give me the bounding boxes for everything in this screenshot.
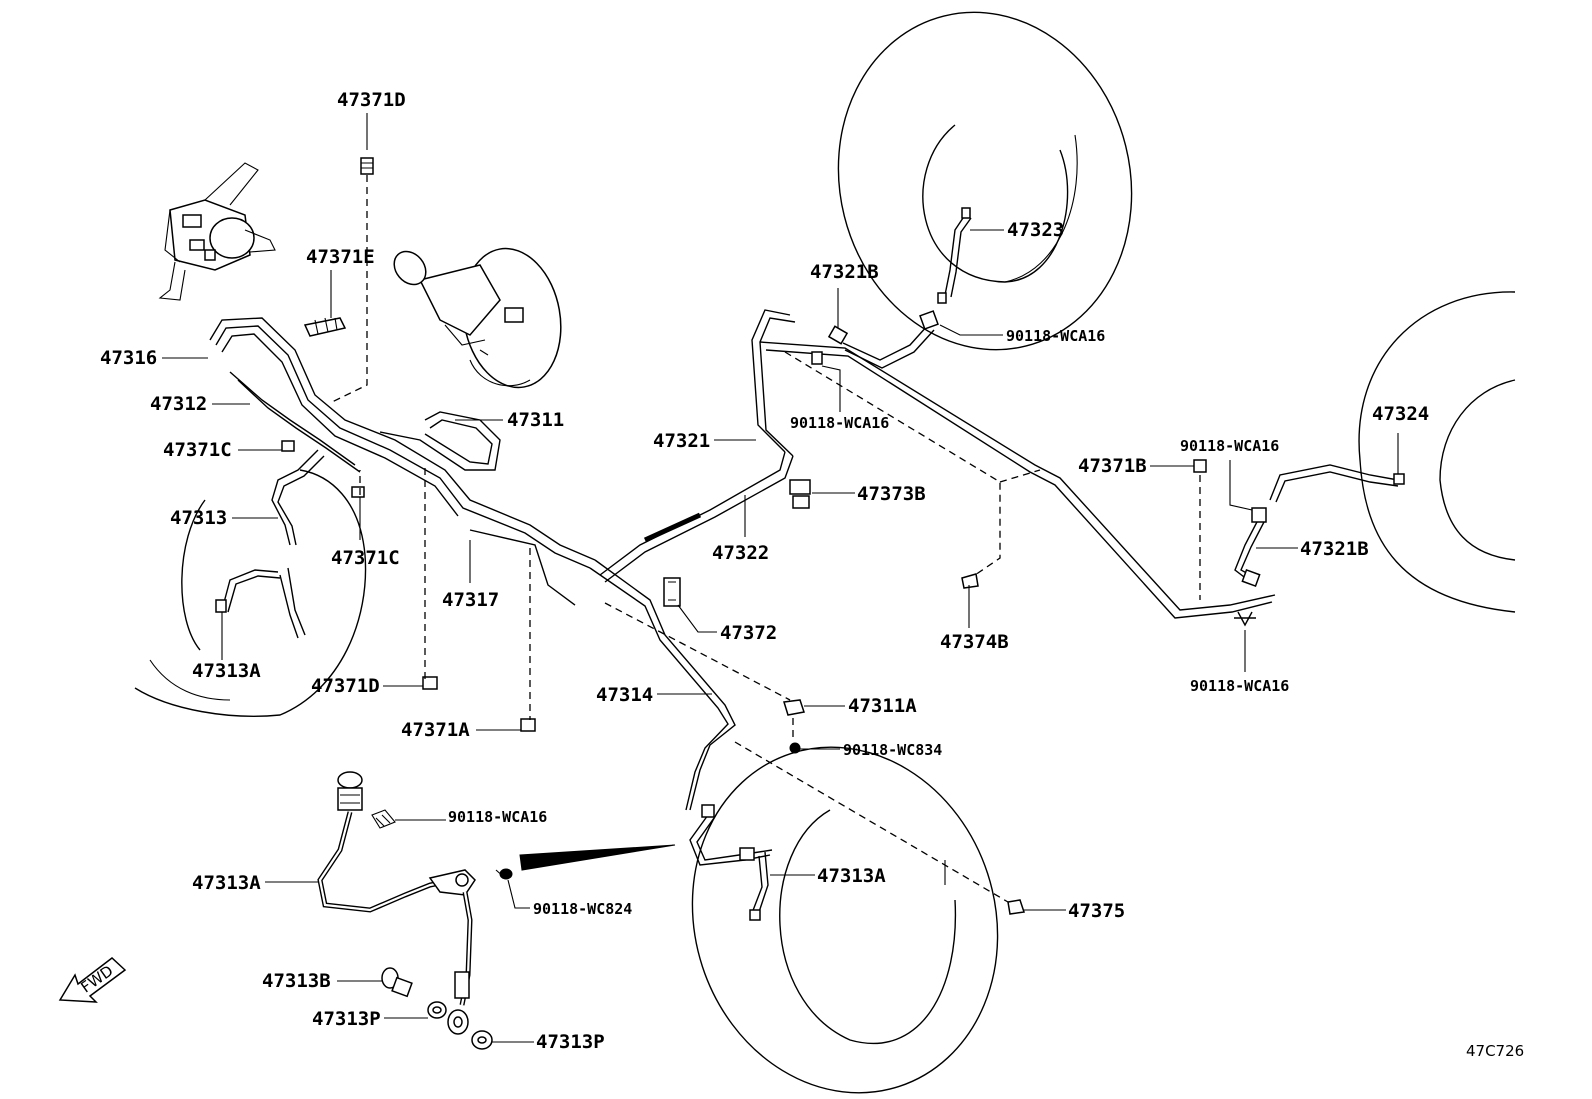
brake-line-bundle-front [209, 317, 596, 606]
label-47313A-left: 47313A [192, 660, 261, 682]
front-right-tire [691, 746, 999, 1094]
brake-booster [393, 247, 562, 389]
label-47371E: 47371E [306, 246, 375, 268]
clip-47371A [520, 718, 536, 732]
bolt-90118-WC834 [789, 742, 801, 754]
rear-right-tire [837, 11, 1133, 351]
label-47323: 47323 [1007, 219, 1064, 241]
label-47324: 47324 [1372, 403, 1429, 425]
part-labels: 47371D 47371E 47316 47312 47371C 47313 4… [100, 89, 1429, 1053]
label-47317: 47317 [442, 589, 499, 611]
front-left-tire [134, 469, 367, 717]
label-90118-WCA16-a: 90118-WCA16 [1006, 327, 1105, 345]
gasket-47313P-left [427, 1001, 447, 1019]
label-47313B: 47313B [262, 970, 331, 992]
brake-hose-47313A-front-right [689, 804, 773, 921]
label-47311: 47311 [507, 409, 564, 431]
label-90118-WCA16-b: 90118-WCA16 [790, 414, 889, 432]
label-47321: 47321 [653, 430, 710, 452]
label-47374B: 47374B [940, 631, 1009, 653]
brake-line-47313 [271, 449, 325, 546]
rear-far-tire [1358, 291, 1516, 613]
brake-line-47321 [751, 309, 1276, 619]
clip-47371E [303, 317, 347, 337]
bolt-90118-WC824 [495, 868, 513, 880]
clip-90118-WCA16-rear-lower [1234, 611, 1256, 627]
clip-47373B [789, 479, 811, 509]
brake-hose-47321B-rear-right [1234, 507, 1267, 587]
clip-47371C-mid [351, 486, 365, 498]
clip-47371B [1193, 459, 1207, 473]
clip-47371C-left [281, 440, 295, 452]
label-47314: 47314 [596, 684, 653, 706]
leader-lines [162, 113, 1399, 1043]
gasket-47313P-right [471, 1030, 493, 1050]
label-47371D-low: 47371D [311, 675, 380, 697]
bracket-47372 [663, 577, 681, 607]
label-47375: 47375 [1068, 900, 1125, 922]
label-47312: 47312 [150, 393, 207, 415]
brake-line-47311 [379, 411, 501, 471]
clip-47375 [1007, 899, 1025, 915]
label-90118-WC824: 90118-WC824 [533, 900, 632, 918]
label-47321B-top: 47321B [810, 261, 879, 283]
clip-47311A [783, 699, 805, 716]
label-47371B: 47371B [1078, 455, 1147, 477]
clip-47374B [961, 573, 979, 589]
label-47316: 47316 [100, 347, 157, 369]
brake-line-47314-47322 [589, 451, 794, 811]
label-47373B: 47373B [857, 483, 926, 505]
brake-hose-47321B-rear-left [827, 310, 939, 369]
brake-line-47323 [937, 207, 972, 304]
label-47313P-right: 47313P [536, 1031, 605, 1053]
detail-view-47313A [317, 771, 476, 1035]
detail-pointer-wedge [519, 844, 676, 871]
label-90118-WC834: 90118-WC834 [843, 741, 942, 759]
label-47313A-detail: 47313A [192, 872, 261, 894]
label-47372: 47372 [720, 622, 777, 644]
label-47321B-right: 47321B [1300, 538, 1369, 560]
label-47322: 47322 [712, 542, 769, 564]
label-47313P-left: 47313P [312, 1008, 381, 1030]
union-bolt-47313B [381, 967, 413, 998]
abs-actuator [158, 162, 276, 301]
label-47371D-top: 47371D [337, 89, 406, 111]
label-47371A: 47371A [401, 719, 470, 741]
label-90118-WCA16-d: 90118-WCA16 [1190, 677, 1289, 695]
fwd-arrow-icon: FWD [58, 957, 127, 1003]
brake-line-47324 [1269, 464, 1405, 503]
clip-47371D-top [360, 157, 374, 175]
label-47313: 47313 [170, 507, 227, 529]
dashed-reference-lines [329, 175, 1201, 903]
label-90118-WCA16-e: 90118-WCA16 [448, 808, 547, 826]
diagram-code: 47C726 [1466, 1042, 1524, 1060]
brake-line-47313A-front-left [215, 567, 306, 639]
label-90118-WCA16-c: 90118-WCA16 [1180, 437, 1279, 455]
label-47313A-front: 47313A [817, 865, 886, 887]
label-47371C-mid: 47371C [331, 547, 400, 569]
label-47311A: 47311A [848, 695, 917, 717]
clip-47371D-low [422, 676, 438, 690]
clip-90118-WCA16-mid [811, 351, 823, 365]
label-47371C-left: 47371C [163, 439, 232, 461]
